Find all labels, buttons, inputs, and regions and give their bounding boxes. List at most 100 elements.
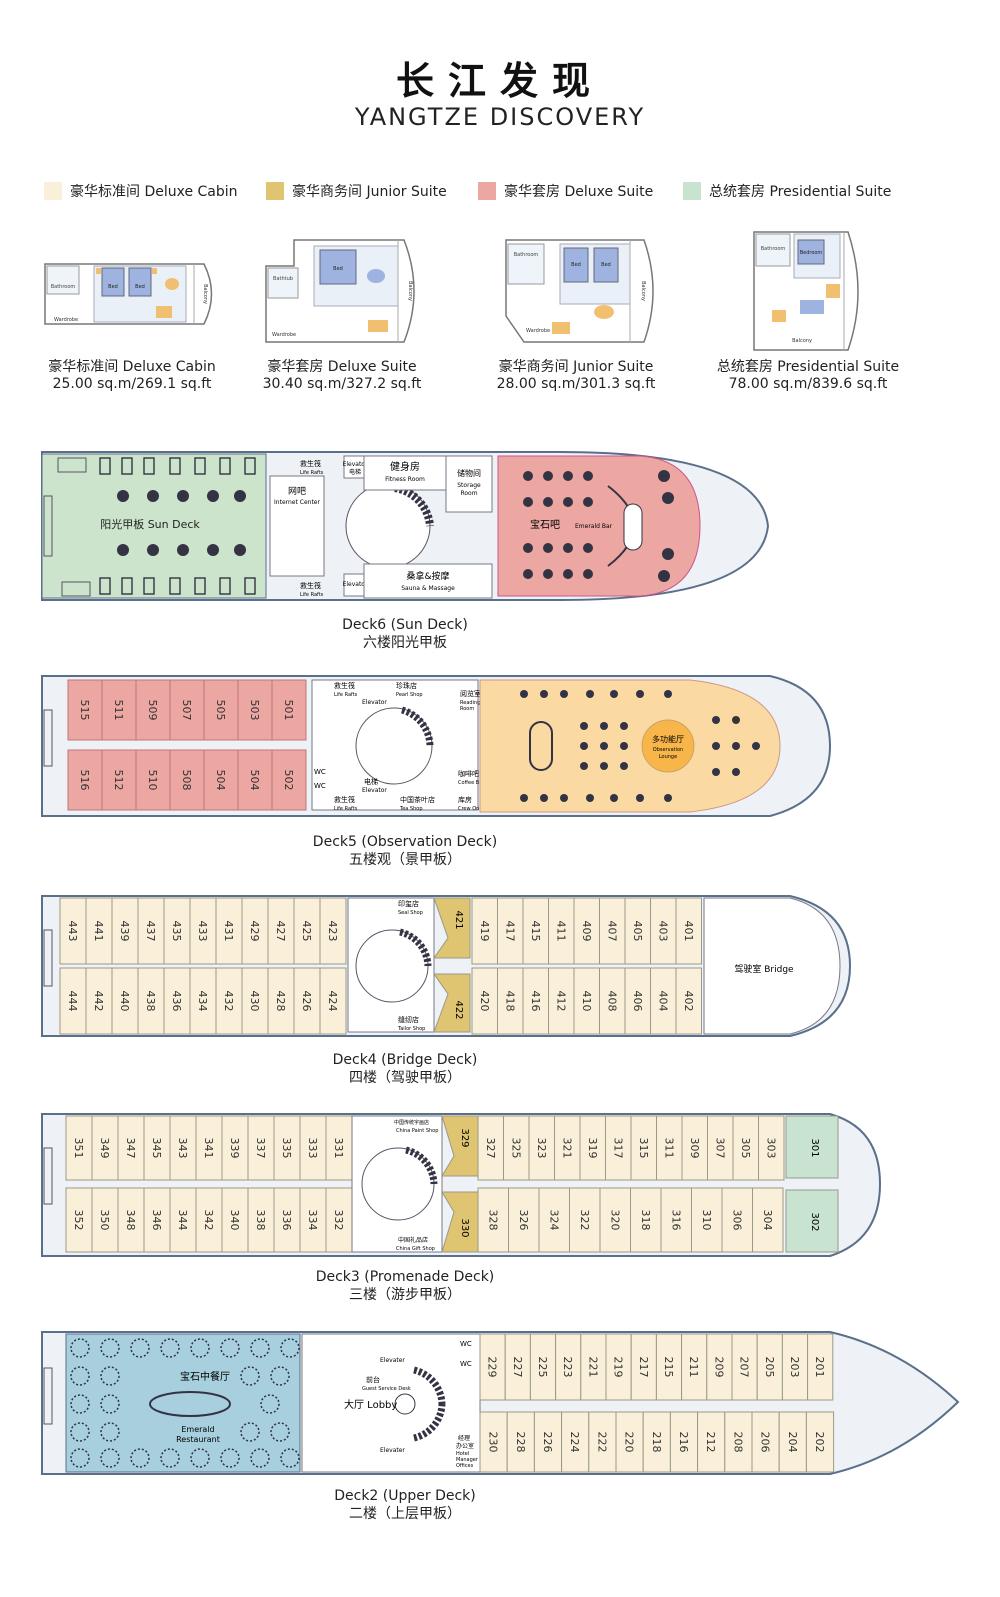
cabin-217 <box>630 1333 657 1401</box>
cabin-509 <box>135 679 171 741</box>
cabin-310 <box>691 1187 723 1253</box>
cabin-404 <box>650 967 677 1035</box>
cabin-401 <box>675 897 702 965</box>
cabin-215 <box>655 1333 683 1401</box>
cabin-number: 310 <box>700 1210 713 1231</box>
cabin-number: 444 <box>66 991 79 1012</box>
cabin-number: 441 <box>92 921 105 942</box>
storage-label: 储物间 <box>457 468 481 478</box>
seal-shop-en: Seal Shop <box>398 910 423 916</box>
cabin-220 <box>615 1411 644 1473</box>
cabin-306 <box>721 1187 753 1253</box>
cabin-number: 319 <box>586 1138 599 1159</box>
cabin-number: 428 <box>274 991 287 1012</box>
cabin-number: 222 <box>595 1432 608 1453</box>
cabin-number: 203 <box>788 1357 801 1378</box>
deck6-caption-cn: 六楼阳光甲板 <box>363 635 447 651</box>
life-rafts-bottom-en: Life Rafts <box>300 592 324 598</box>
gift-shop-en: China Gift Shop <box>396 1246 435 1252</box>
cabin-202 <box>805 1411 835 1473</box>
cabin-number: 433 <box>196 921 209 942</box>
cabin-number: 407 <box>605 921 618 942</box>
crew-only-en: Crew Only <box>458 806 484 812</box>
d5-elevator-cn: 电梯 <box>364 777 378 786</box>
life-rafts-top-cn: 救生筏 <box>300 459 321 468</box>
life-rafts-top-en: Life Rafts <box>300 470 324 476</box>
legend-swatch <box>683 182 701 200</box>
restaurant-table <box>280 1448 300 1468</box>
cabin-412 <box>548 967 575 1035</box>
cabin-number: 221 <box>586 1357 599 1378</box>
cabin-201 <box>807 1333 834 1401</box>
crew-only-cn: 库房 <box>458 795 472 804</box>
life-rafts-bottom-cn: 救生筏 <box>300 581 321 590</box>
cabin-number: 318 <box>639 1210 652 1231</box>
d2-wc-1: WC <box>460 1340 472 1348</box>
cabin-228 <box>506 1411 535 1473</box>
deck5-caption-en: Deck5 (Observation Deck) <box>312 834 498 850</box>
cabin-227 <box>504 1333 531 1401</box>
lounge-cn: 多功能厅 <box>652 734 684 744</box>
cabin-number: 217 <box>637 1357 650 1378</box>
cabin-504 <box>237 749 273 811</box>
cabin-caption-deluxe-cabin: 豪华标准间 Deluxe Cabin 25.00 sq.m/269.1 sq.f… <box>34 359 230 393</box>
tea-shop-cn: 中国茶叶店 <box>400 795 435 804</box>
cabin-324 <box>538 1187 570 1253</box>
cabin-301: 301 <box>809 1138 820 1157</box>
legend-swatch <box>44 182 62 200</box>
cabin-number: 435 <box>170 921 183 942</box>
internet-label-en: Internet Center <box>274 499 320 506</box>
legend-item-junior-suite: 豪华商务间 Junior Suite <box>266 181 447 201</box>
restaurant-table <box>220 1338 240 1358</box>
cabin-329: 329 <box>459 1128 470 1147</box>
cabin-441 <box>85 897 113 965</box>
cabin-number: 504 <box>248 770 261 791</box>
cabin-number: 352 <box>72 1210 85 1231</box>
restaurant-table <box>220 1448 240 1468</box>
deck2-plan: 宝石中餐厅 Emerald Restaurant Elevater Elevat… <box>41 1331 960 1475</box>
cabin-number: 347 <box>124 1138 137 1159</box>
cabin-number: 339 <box>228 1138 241 1159</box>
cabin-350 <box>91 1187 119 1253</box>
cabin-421: 421 <box>453 910 464 929</box>
cabin-number: 202 <box>813 1432 826 1453</box>
cabin-number: 439 <box>118 921 131 942</box>
restaurant-table <box>70 1448 90 1468</box>
cabin-416 <box>522 967 549 1035</box>
ship-title-chinese: 长江发现 <box>395 59 604 103</box>
cabin-number: 216 <box>677 1432 690 1453</box>
cabin-number: 431 <box>222 921 235 942</box>
sauna-label: 桑拿&按摩 <box>406 570 449 582</box>
restaurant-table <box>100 1448 120 1468</box>
cabin-number: 510 <box>146 770 159 791</box>
cabin-number: 205 <box>763 1357 776 1378</box>
cabin-406 <box>624 967 651 1035</box>
cabin-number: 343 <box>176 1138 189 1159</box>
cabin-number: 402 <box>682 991 695 1012</box>
cabin-number: 409 <box>580 921 593 942</box>
cabin-number: 420 <box>478 991 491 1012</box>
deck5-caption-cn: 五楼观（景甲板） <box>349 852 461 868</box>
legend-swatch <box>478 182 496 200</box>
lounge-en1: Observation <box>653 747 683 753</box>
cabin-512 <box>101 749 137 811</box>
cabin-number: 327 <box>484 1138 497 1159</box>
cabin-352 <box>65 1187 93 1253</box>
cabin-number: 345 <box>150 1138 163 1159</box>
ship-title-english: YANGTZE DISCOVERY <box>354 103 646 131</box>
cabin-330: 330 <box>459 1218 470 1237</box>
svg-text:Balcony: Balcony <box>792 338 812 344</box>
cabin-number: 424 <box>326 991 339 1012</box>
svg-text:Wardrobe: Wardrobe <box>272 332 296 338</box>
cabin-number: 215 <box>662 1357 675 1378</box>
cabin-number: 341 <box>202 1138 215 1159</box>
deck3-caption: Deck3 (Promenade Deck) 三楼（游步甲板） <box>290 1268 520 1304</box>
deck6-caption-en: Deck6 (Sun Deck) <box>342 617 468 633</box>
tailor-shop-cn: 缝纫店 <box>398 1015 419 1024</box>
restaurant-table <box>130 1338 150 1358</box>
svg-text:Wardrobe: Wardrobe <box>54 317 78 323</box>
svg-text:Bathroom: Bathroom <box>51 284 76 290</box>
coffee-bar-cn: 咖啡吧 <box>458 769 479 778</box>
